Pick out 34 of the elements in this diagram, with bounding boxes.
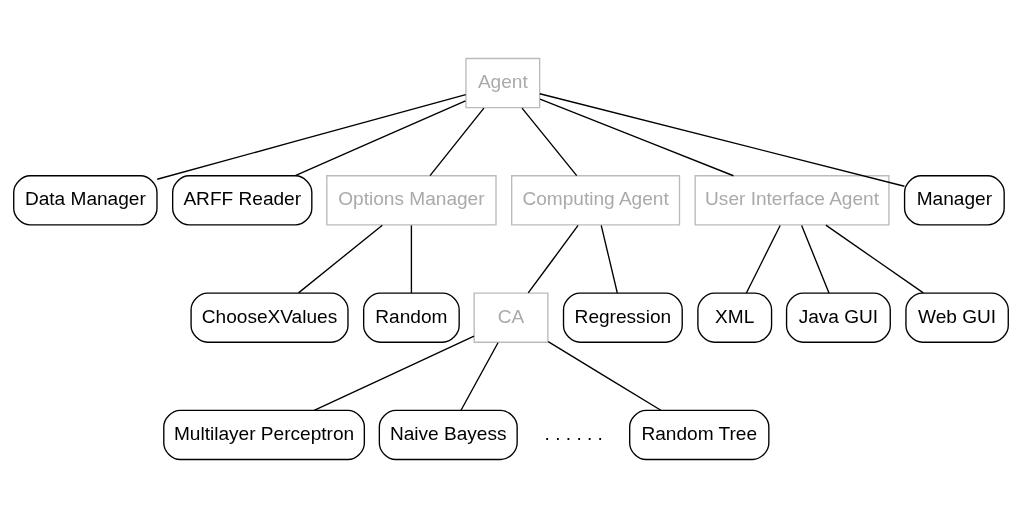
- connector: [297, 224, 384, 294]
- node-box: ChooseXValues: [190, 292, 349, 343]
- connector: [800, 224, 830, 294]
- connector: [600, 224, 618, 294]
- connector: [429, 107, 485, 177]
- connector: [539, 93, 906, 187]
- connector: [521, 107, 578, 177]
- connector: [460, 342, 499, 411]
- connector: [527, 224, 579, 294]
- node-box: Naive Bayess: [378, 409, 518, 461]
- node-box: Web GUI: [905, 292, 1009, 343]
- node-box: Regression: [562, 292, 683, 343]
- node-box: Random Tree: [629, 409, 770, 461]
- node-box: Options Manager: [326, 175, 497, 226]
- connector: [313, 335, 475, 412]
- node-box: Data Manager: [13, 175, 158, 226]
- connector: [547, 341, 662, 411]
- connector: [539, 98, 735, 177]
- connector: [156, 93, 467, 180]
- connector: [745, 224, 781, 294]
- node-box: Multilayer Perceptron: [163, 409, 365, 461]
- connector: [410, 224, 413, 294]
- label: . . . . . .: [544, 423, 603, 445]
- node-box: Java GUI: [785, 292, 891, 343]
- connector: [294, 100, 467, 177]
- node-box: User Interface Agent: [694, 175, 890, 226]
- node-box: Agent: [465, 57, 541, 109]
- node-box: CA: [473, 292, 549, 343]
- node-box: Manager: [903, 175, 1005, 226]
- connector: [825, 224, 924, 294]
- node-box: Random: [363, 292, 460, 343]
- node-box: ARFF Reader: [172, 175, 313, 226]
- node-box: Computing Agent: [511, 175, 681, 226]
- node-box: XML: [697, 292, 773, 343]
